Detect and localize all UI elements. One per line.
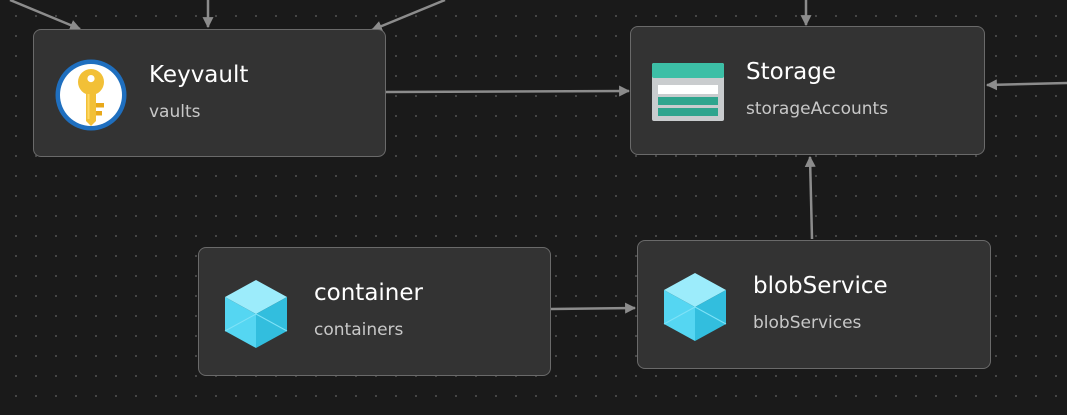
node-title: Storage [746,59,836,85]
storage-account-icon [652,63,724,121]
edge-container-to-blobservice [550,302,637,314]
edge-offscreen-to-keyvault-left [9,0,82,31]
edge-keyvault-to-storage [385,85,631,97]
cube-icon [224,280,288,348]
node-title: blobService [753,273,888,299]
node-storage[interactable]: Storage storageAccounts [630,26,985,155]
edge-blobservice-to-storage [804,155,816,240]
node-title: Keyvault [149,62,249,88]
key-vault-icon [55,59,127,131]
edge-offscreen-to-storage-right [985,79,1067,91]
edge-offscreen-to-keyvault-right [370,0,446,32]
cube-icon [663,273,727,341]
node-type-label: vaults [149,102,201,122]
node-type-label: storageAccounts [746,99,889,119]
node-title: container [314,280,423,306]
node-container[interactable]: container containers [198,247,551,376]
node-type-label: containers [314,320,404,340]
node-blobservice[interactable]: blobService blobServices [637,240,991,369]
node-type-label: blobServices [753,313,862,333]
node-keyvault[interactable]: Keyvault vaults [33,29,386,157]
